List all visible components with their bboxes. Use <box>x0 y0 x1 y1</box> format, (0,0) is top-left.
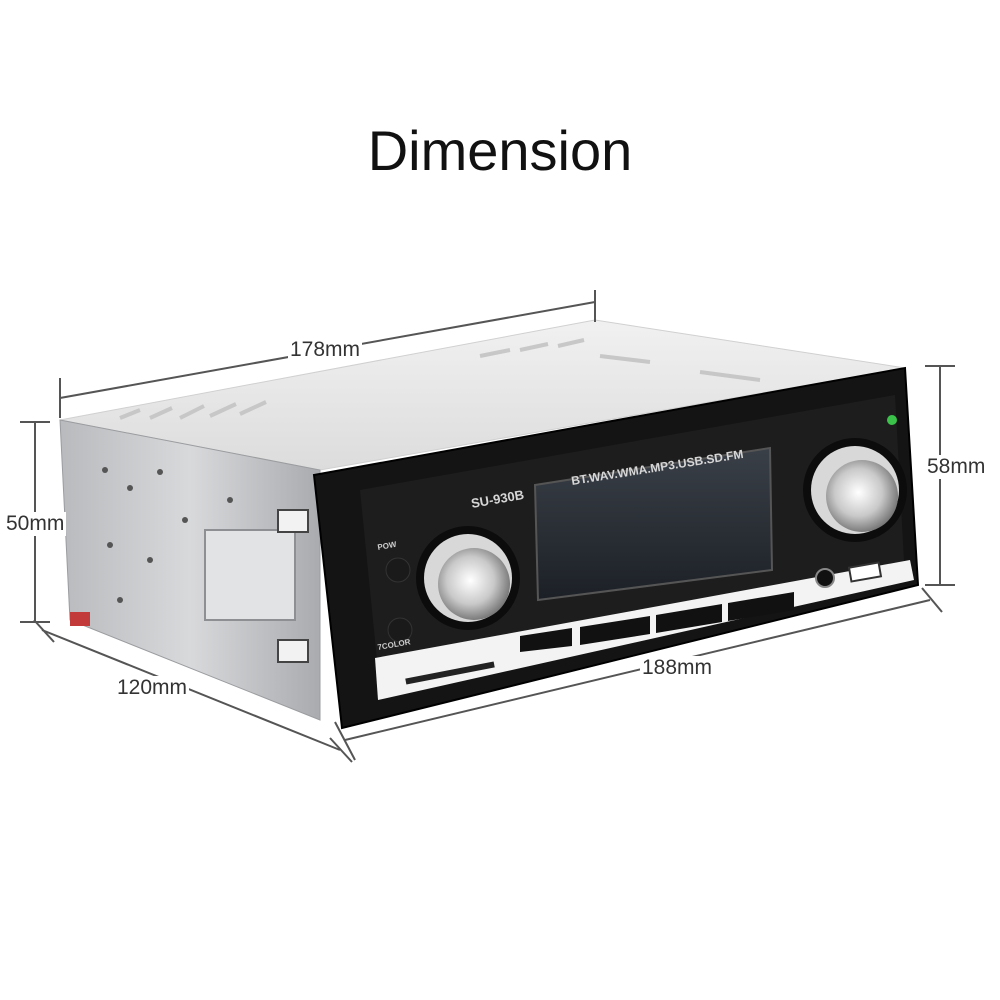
tuning-knob <box>803 438 907 542</box>
usb-port <box>847 561 883 583</box>
display-screen <box>533 446 774 602</box>
aux-jack <box>815 568 835 588</box>
right-height-label: 58mm <box>925 455 988 479</box>
status-led-icon <box>887 415 897 425</box>
depth-label: 120mm <box>115 676 190 700</box>
sd-slot <box>405 661 495 685</box>
pow-label: POW <box>377 540 398 552</box>
left-height-label: 50mm <box>4 512 67 536</box>
page-title: Dimension <box>367 119 633 182</box>
front-width-label: 188mm <box>640 656 715 680</box>
top-vents <box>119 338 761 420</box>
volume-knob <box>416 526 520 630</box>
pow-button <box>385 557 411 583</box>
side-bracket <box>204 529 296 621</box>
top-width-label: 178mm <box>288 338 363 362</box>
chassis-side <box>59 419 321 721</box>
color-button <box>387 617 413 643</box>
preset-buttons <box>520 592 794 652</box>
